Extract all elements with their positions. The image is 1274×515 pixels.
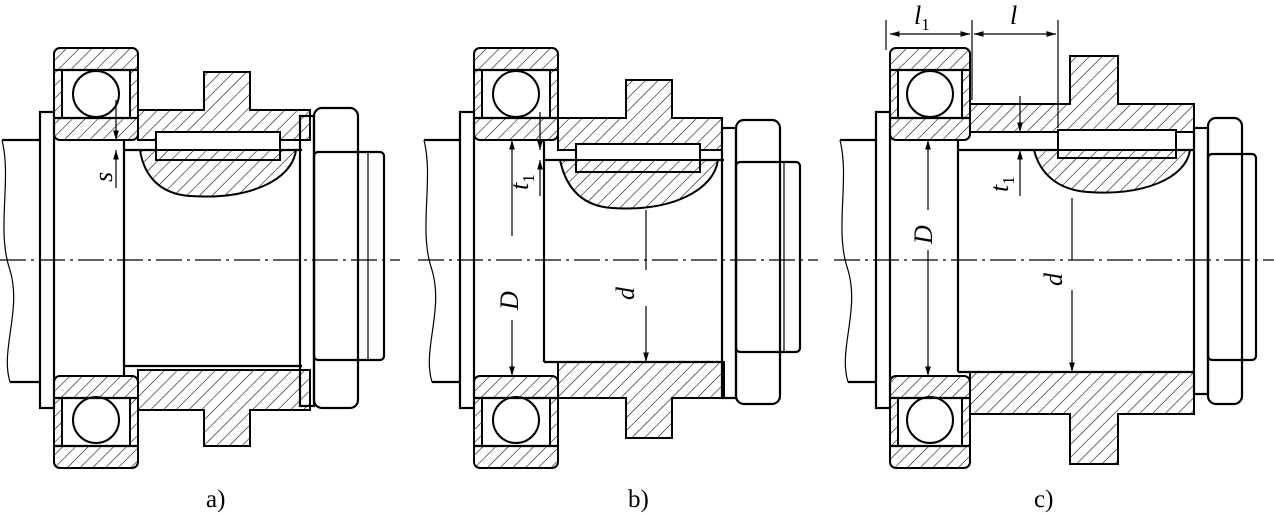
ball-icon (906, 70, 954, 118)
caption-c: c) (1034, 486, 1053, 513)
gear-hub-bottom (969, 371, 1195, 465)
dim-D-label: D (909, 225, 938, 245)
caption-b: b) (628, 486, 649, 513)
panel-b: t1 D d b) (423, 47, 802, 513)
shaft-key-section (558, 159, 720, 210)
gear-hub-top (137, 71, 311, 141)
shaft-thread (734, 160, 802, 354)
dim-l-label: l (1010, 1, 1017, 30)
caption-a: a) (206, 486, 225, 513)
shaft-break-line (839, 139, 853, 383)
ball-icon (492, 70, 540, 118)
bearing-bottom (53, 375, 139, 469)
shaft-thread (312, 150, 386, 362)
dim-d-label: d (611, 286, 640, 300)
dim-d-label: d (1039, 272, 1068, 286)
gear-hub-top (969, 55, 1195, 133)
ball-icon (72, 396, 120, 444)
shaft-break-line (1, 139, 15, 383)
panel-a: s a) (1, 47, 386, 513)
bearing-top (53, 47, 139, 141)
gear-hub-bottom (137, 369, 311, 447)
shaft-key-section (1032, 149, 1192, 194)
dim-t1-label: t1 (505, 174, 538, 190)
dim-D-label: D (495, 291, 524, 311)
washer (1192, 126, 1210, 396)
shaft-key-section (138, 149, 298, 198)
shaft-thread (1206, 152, 1258, 362)
gear-hub-top (557, 79, 723, 151)
dim-s-label: s (89, 172, 118, 182)
bearing-top (473, 47, 559, 141)
bearing-bottom (473, 375, 559, 469)
washer (720, 126, 738, 400)
bearing-top (889, 47, 971, 141)
shaft-break-line (423, 139, 437, 383)
gear-hub-bottom (557, 361, 725, 439)
bearing-bottom (889, 375, 971, 469)
ball-icon (72, 70, 120, 118)
ball-icon (906, 396, 954, 444)
ball-icon (492, 396, 540, 444)
dim-t1-label: t1 (985, 176, 1018, 192)
washer (298, 114, 316, 408)
panel-c: l1 l t1 D d c) (839, 1, 1258, 513)
nut (1206, 116, 1244, 406)
dim-l1-label: l1 (914, 1, 930, 34)
